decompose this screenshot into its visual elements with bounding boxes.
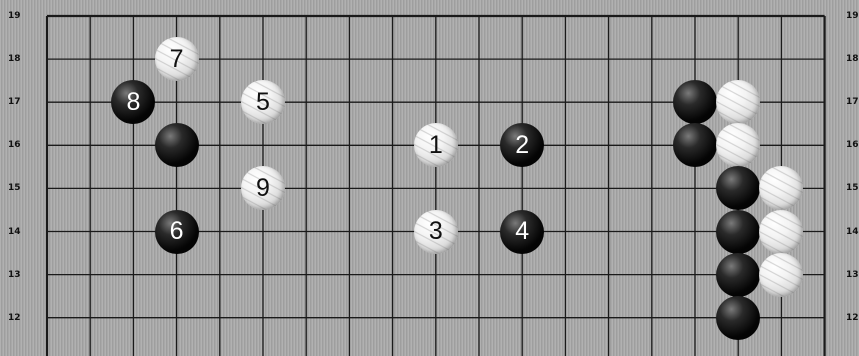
row-label-right: 19 xyxy=(846,11,859,21)
row-label-left: 12 xyxy=(8,313,21,323)
black-stone[interactable] xyxy=(673,80,717,124)
white-stone[interactable] xyxy=(759,166,803,210)
black-stone[interactable] xyxy=(716,166,760,210)
move-number: 7 xyxy=(170,45,184,74)
black-stone[interactable]: 8 xyxy=(111,80,155,124)
black-stone[interactable]: 4 xyxy=(500,210,544,254)
black-stone[interactable] xyxy=(716,210,760,254)
black-stone[interactable] xyxy=(716,253,760,297)
move-number: 3 xyxy=(429,217,443,246)
white-stone[interactable]: 1 xyxy=(414,123,458,167)
move-number: 1 xyxy=(429,131,443,160)
black-stone[interactable] xyxy=(155,123,199,167)
black-stone[interactable]: 6 xyxy=(155,210,199,254)
black-stone[interactable] xyxy=(673,123,717,167)
move-number: 6 xyxy=(170,217,184,246)
row-label-left: 19 xyxy=(8,11,21,21)
black-stone[interactable]: 2 xyxy=(500,123,544,167)
row-label-left: 17 xyxy=(8,97,21,107)
move-number: 4 xyxy=(515,217,529,246)
white-stone[interactable]: 9 xyxy=(241,166,285,210)
row-label-left: 16 xyxy=(8,140,21,150)
move-number: 5 xyxy=(256,88,270,117)
move-number: 9 xyxy=(256,174,270,203)
white-stone[interactable] xyxy=(759,253,803,297)
white-stone[interactable]: 7 xyxy=(155,37,199,81)
row-label-left: 18 xyxy=(8,54,21,64)
move-number: 2 xyxy=(515,131,529,160)
row-label-right: 14 xyxy=(846,227,859,237)
move-number: 8 xyxy=(126,88,140,117)
black-stone[interactable] xyxy=(716,296,760,340)
white-stone[interactable]: 3 xyxy=(414,210,458,254)
row-label-right: 16 xyxy=(846,140,859,150)
white-stone[interactable] xyxy=(716,123,760,167)
row-label-left: 14 xyxy=(8,227,21,237)
row-label-left: 15 xyxy=(8,183,21,193)
row-label-right: 18 xyxy=(846,54,859,64)
white-stone[interactable] xyxy=(759,210,803,254)
white-stone[interactable] xyxy=(716,80,760,124)
white-stone[interactable]: 5 xyxy=(241,80,285,124)
row-label-right: 12 xyxy=(846,313,859,323)
row-label-right: 15 xyxy=(846,183,859,193)
row-label-right: 17 xyxy=(846,97,859,107)
row-label-left: 13 xyxy=(8,270,21,280)
row-label-right: 13 xyxy=(846,270,859,280)
